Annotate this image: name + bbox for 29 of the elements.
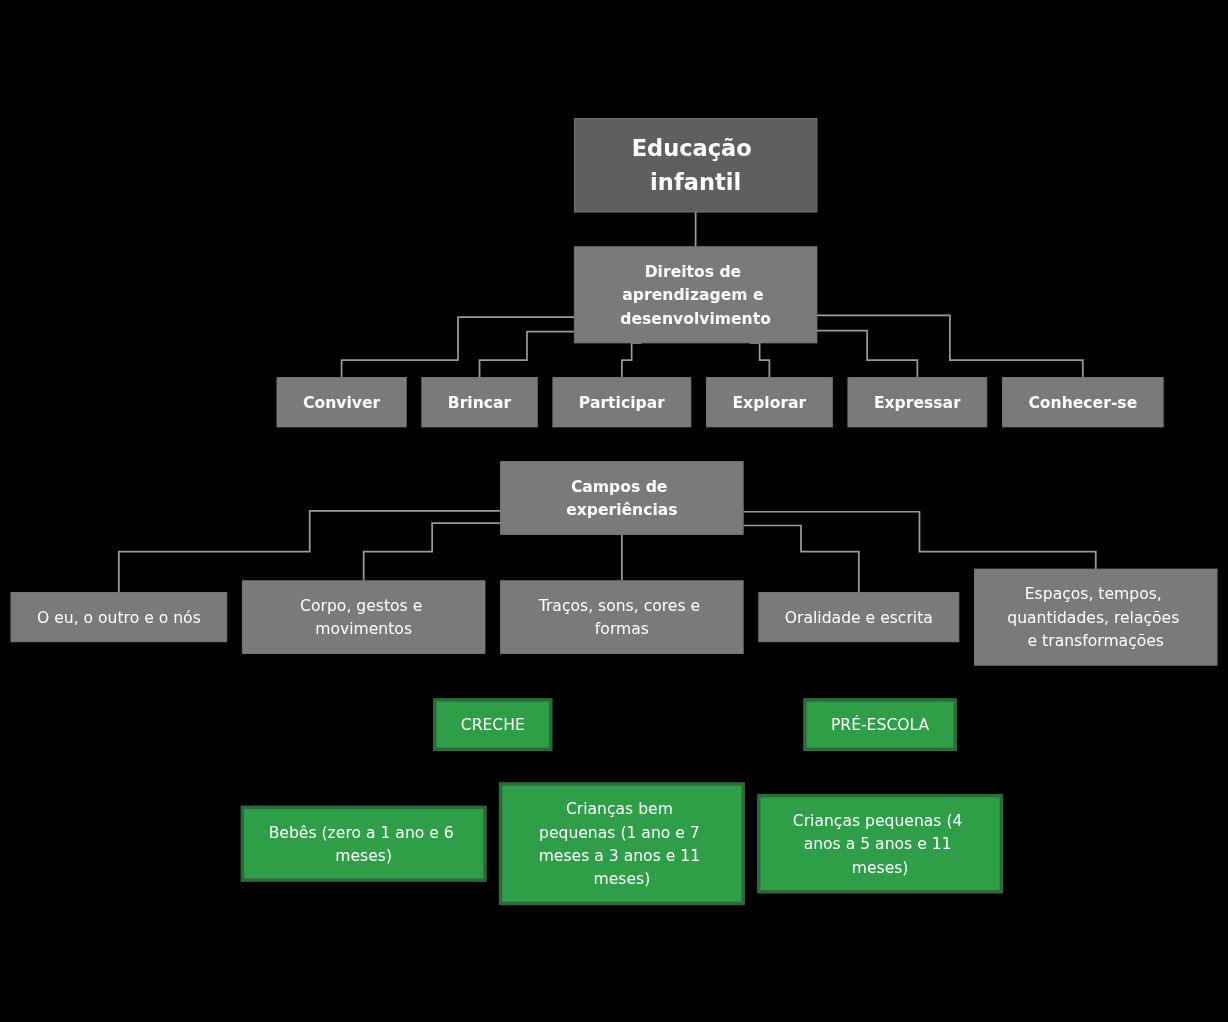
node-box: Bebês (zero a 1 ano e 6 meses): [240, 805, 487, 882]
node-box: Expressar: [847, 377, 988, 428]
connector: [742, 524, 860, 594]
node-box: Traços, sons, cores e formas: [500, 580, 744, 654]
node-box: Campos de experiências: [500, 461, 744, 535]
node-box: Corpo, gestos e movimentos: [241, 580, 486, 654]
node-box: Conviver: [276, 377, 407, 428]
connector: [742, 510, 1097, 570]
node-box: Educação infantil: [573, 118, 818, 213]
node-box: Crianças bem pequenas (1 ano e 7 meses a 3 anos e 11 meses): [498, 782, 745, 906]
node-box: Brincar: [421, 377, 538, 428]
node-box: Crianças pequenas (4 anos a 5 anos e 11 meses): [757, 793, 1004, 894]
node-box: Direitos de aprendizagem e desenvolvimento: [573, 246, 818, 344]
connector: [478, 330, 576, 379]
connector: [816, 314, 1084, 379]
node-box: O eu, o outro e o nós: [10, 592, 228, 643]
connector: [340, 316, 576, 379]
node-box: PRÉ-ESCOLA: [803, 698, 957, 751]
node-box: CRECHE: [433, 698, 553, 751]
node-box: Oralidade e escrita: [758, 592, 960, 643]
node-box: Explorar: [706, 377, 833, 428]
node-box: Participar: [552, 377, 692, 428]
node-box: Espaços, tempos, quantidades, relações e transformações: [974, 568, 1218, 666]
connector: [362, 522, 502, 582]
connector: [118, 510, 502, 594]
connector: [816, 329, 919, 379]
connector: [621, 533, 623, 582]
connector: [694, 211, 697, 248]
node-box: Conhecer-se: [1002, 377, 1164, 428]
